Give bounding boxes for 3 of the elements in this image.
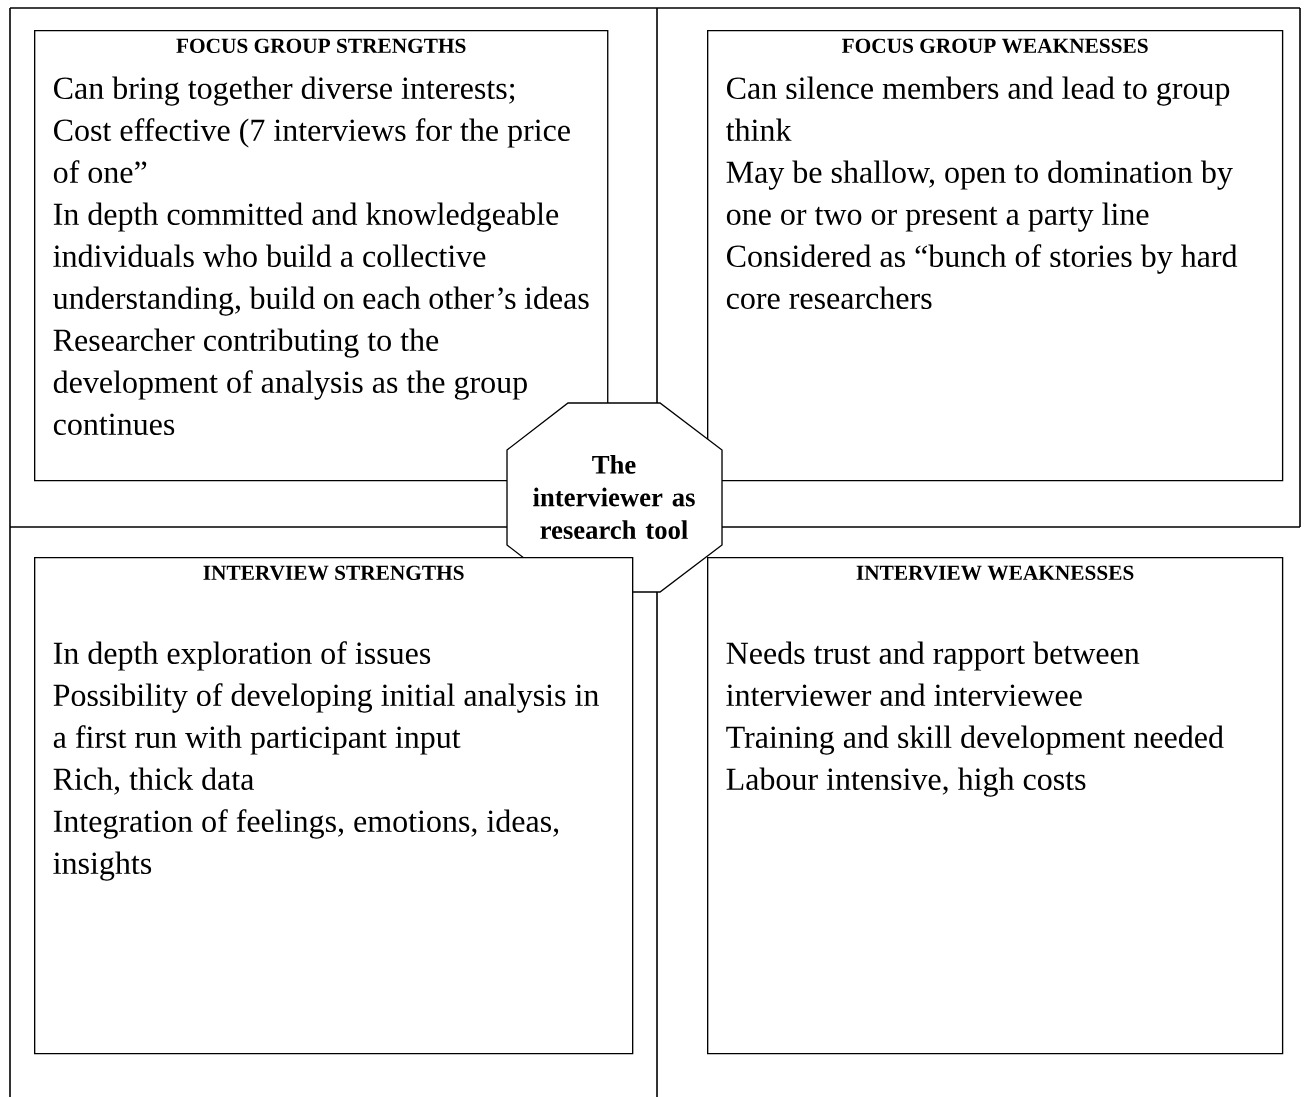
text-box: INTERVIEW WEAKNESSES Needs trust and rapport between interviewer and interviewee Training and skill development needed Labour intensive, high costs — [707, 557, 1284, 1055]
text-box: INTERVIEW STRENGTHS In depth exploration of issues Possibility of developing initial analysis in a first run with participant input Rich, thick data Integration of feelings, emotions, ideas, insights — [34, 557, 634, 1055]
text-box: FOCUS GROUP WEAKNESSES Can silence members and lead to group think May be shallow, open to domination by one or two or present a party line Considered as “bunch of stories by hard core researchers — [707, 30, 1284, 482]
